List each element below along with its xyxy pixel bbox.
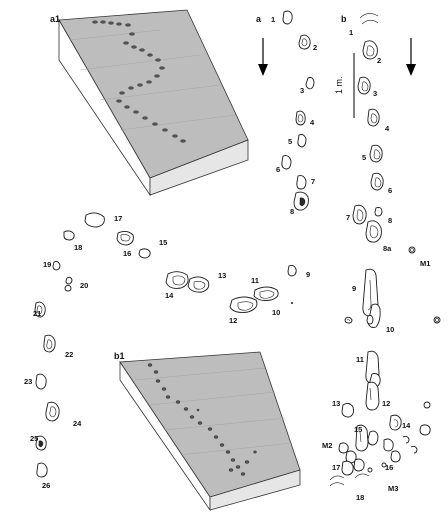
block-diagram-b1: b1 (114, 351, 301, 512)
trackway-a-label: 11 (251, 276, 259, 285)
trackway-a-label: 21 (33, 309, 41, 318)
trackway-a-label: 20 (80, 281, 88, 290)
trackway-a-label: 23 (24, 377, 32, 386)
scale-bar-label: 1 m. (334, 76, 344, 94)
north-arrow-b (406, 38, 416, 76)
marker-label-m1: M1 (420, 259, 430, 268)
trackway-a-label: 12 (229, 316, 237, 325)
scale-bar: 1 m. (334, 53, 355, 118)
trackway-path-a1 (92, 20, 186, 143)
trackway-a-label: 10 (272, 308, 280, 317)
trackway-a-prints (34, 10, 315, 478)
trackway-a-label: 7 (311, 177, 315, 186)
marker-label-m3: M3 (388, 484, 398, 493)
trackway-b-label: 8 (388, 216, 392, 225)
trackway-a-label: 5 (288, 137, 292, 146)
trackway-b-label: 10 (386, 325, 394, 334)
trackway-a-label: 22 (65, 350, 73, 359)
trackway-b-label: 5 (362, 153, 366, 162)
trackway-a-label: 24 (73, 419, 82, 428)
panel-label-a: a (256, 14, 262, 24)
trackway-b-label: 18 (356, 493, 364, 502)
trackway-b-label: 15 (354, 425, 362, 434)
marker-labels: M1 M2 M3 (322, 259, 430, 493)
panel-label-a1: a1 (50, 14, 60, 24)
trackway-a-label: 16 (123, 249, 131, 258)
trackway-b-label: 3 (373, 89, 377, 98)
trackway-a-label: 9 (306, 270, 310, 279)
trackway-b-prints (329, 13, 441, 487)
trackway-b-label: 11 (356, 355, 364, 364)
trackway-a-label: 8 (290, 207, 294, 216)
trackway-a-label: 25 (30, 434, 38, 443)
trackway-a-label: 3 (300, 86, 304, 95)
trackway-b-label: 14 (402, 421, 411, 430)
trackway-b-label: 1 (349, 28, 353, 37)
trackway-a-label: 6 (276, 165, 280, 174)
trackway-a-label: 1 (271, 15, 275, 24)
trackway-path-b1 (147, 363, 257, 476)
trackway-b-label: 16 (385, 463, 393, 472)
trackway-a-label: 18 (74, 243, 82, 252)
trackway-b-label: 6 (388, 186, 392, 195)
trackway-a-label: 4 (310, 118, 315, 127)
trackway-b-label: 9 (352, 284, 356, 293)
trackway-b-label: 4 (385, 124, 390, 133)
trackway-a-label: 19 (43, 260, 51, 269)
trackway-a-labels: 1 2 3 4 5 6 7 8 9 10 11 12 13 14 15 16 1… (24, 15, 317, 490)
marker-label-m2: M2 (322, 441, 332, 450)
block-diagram-a1: a1 (50, 9, 249, 197)
trackway-b-label: 2 (377, 56, 381, 65)
trackway-a-label: 26 (42, 481, 50, 490)
trackway-a-label: 2 (313, 43, 317, 52)
trackway-a-label: 13 (218, 271, 226, 280)
panel-label-b1: b1 (114, 351, 125, 361)
trackway-b-label: 17 (332, 463, 340, 472)
trackway-b-label: 12 (382, 399, 390, 408)
panel-label-b: b (341, 14, 347, 24)
trackway-b-label: 8a (383, 244, 392, 253)
trackway-b-label: 13 (332, 399, 340, 408)
trackway-b-label: 7 (346, 213, 350, 222)
trackway-a-label: 17 (114, 214, 122, 223)
trackway-a-label: 14 (165, 291, 174, 300)
trackway-a-label: 15 (159, 238, 167, 247)
north-arrow-a (258, 38, 268, 76)
trackway-b-labels: 1 2 3 4 5 6 7 8 8a 9 10 11 12 13 14 15 1… (332, 28, 411, 502)
